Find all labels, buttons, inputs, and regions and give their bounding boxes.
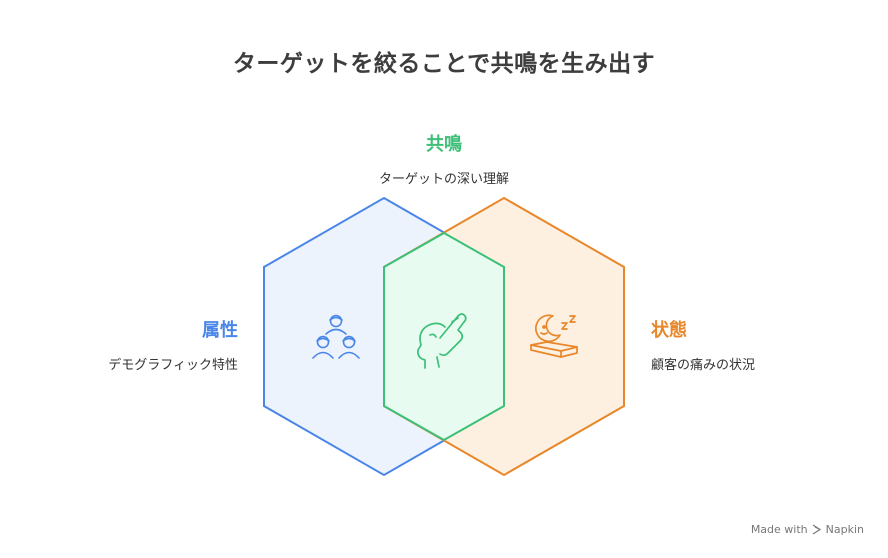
sleeping-moon-icon: [530, 314, 578, 358]
left-description: デモグラフィック特性: [108, 358, 238, 373]
made-with-napkin-footer[interactable]: Made with Napkin: [751, 523, 864, 536]
right-description: 顧客の痛みの状況: [651, 358, 756, 373]
overlap-description: ターゲットの深い理解: [378, 172, 509, 187]
page-title: ターゲットを絞ることで共鳴を生み出す: [232, 51, 656, 77]
overlap-heading: 共鳴: [426, 134, 462, 155]
made-with-text: Made with: [750, 523, 808, 536]
left-heading: 属性: [202, 320, 238, 341]
people-group-icon: [312, 314, 360, 359]
overlap-label: 共鳴 ターゲットの深い理解: [0, 130, 888, 187]
right-label: 状態 顧客の痛みの状況: [651, 316, 755, 373]
napkin-brand-text: Napkin: [825, 523, 864, 536]
right-heading: 状態: [651, 320, 687, 341]
overlap-hexagon: [383, 231, 505, 442]
left-label: 属性 デモグラフィック特性: [108, 316, 238, 373]
napkin-logo-icon: [812, 524, 821, 535]
hand-on-head-icon: [417, 313, 467, 369]
